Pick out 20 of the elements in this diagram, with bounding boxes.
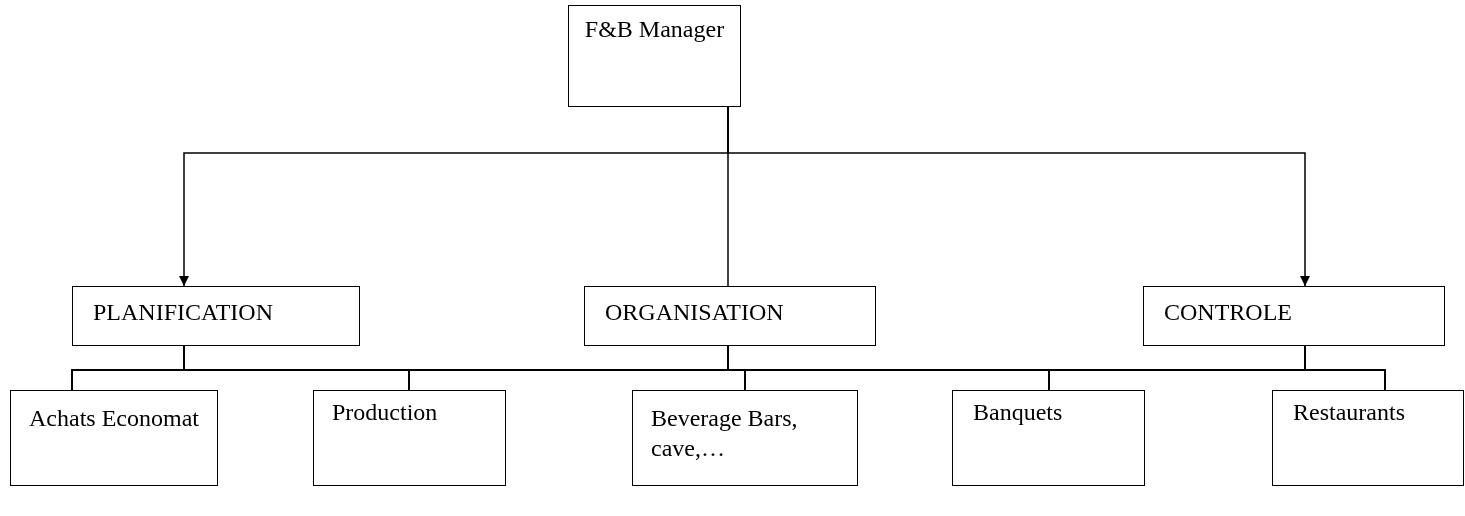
box-label: Achats Economat bbox=[29, 404, 199, 433]
org-box bbox=[313, 390, 506, 486]
box-label: CONTROLE bbox=[1164, 298, 1292, 327]
box-label: ORGANISATION bbox=[605, 298, 784, 327]
org-box bbox=[72, 286, 360, 346]
org-box bbox=[632, 390, 858, 486]
box-label: PLANIFICATION bbox=[93, 298, 273, 327]
org-box bbox=[584, 286, 876, 346]
org-box bbox=[568, 5, 741, 107]
org-box bbox=[952, 390, 1145, 486]
box-label: Restaurants bbox=[1293, 398, 1405, 427]
box-label: F&B Manager bbox=[584, 15, 725, 44]
connector-line bbox=[727, 106, 1310, 287]
org-box bbox=[1272, 390, 1464, 486]
box-label: Beverage Bars, cave,… bbox=[651, 404, 799, 463]
org-box bbox=[10, 390, 218, 486]
box-label: Banquets bbox=[973, 398, 1063, 427]
org-box bbox=[1143, 286, 1445, 346]
connector-line bbox=[1304, 345, 1386, 391]
box-label: Production bbox=[332, 398, 438, 427]
